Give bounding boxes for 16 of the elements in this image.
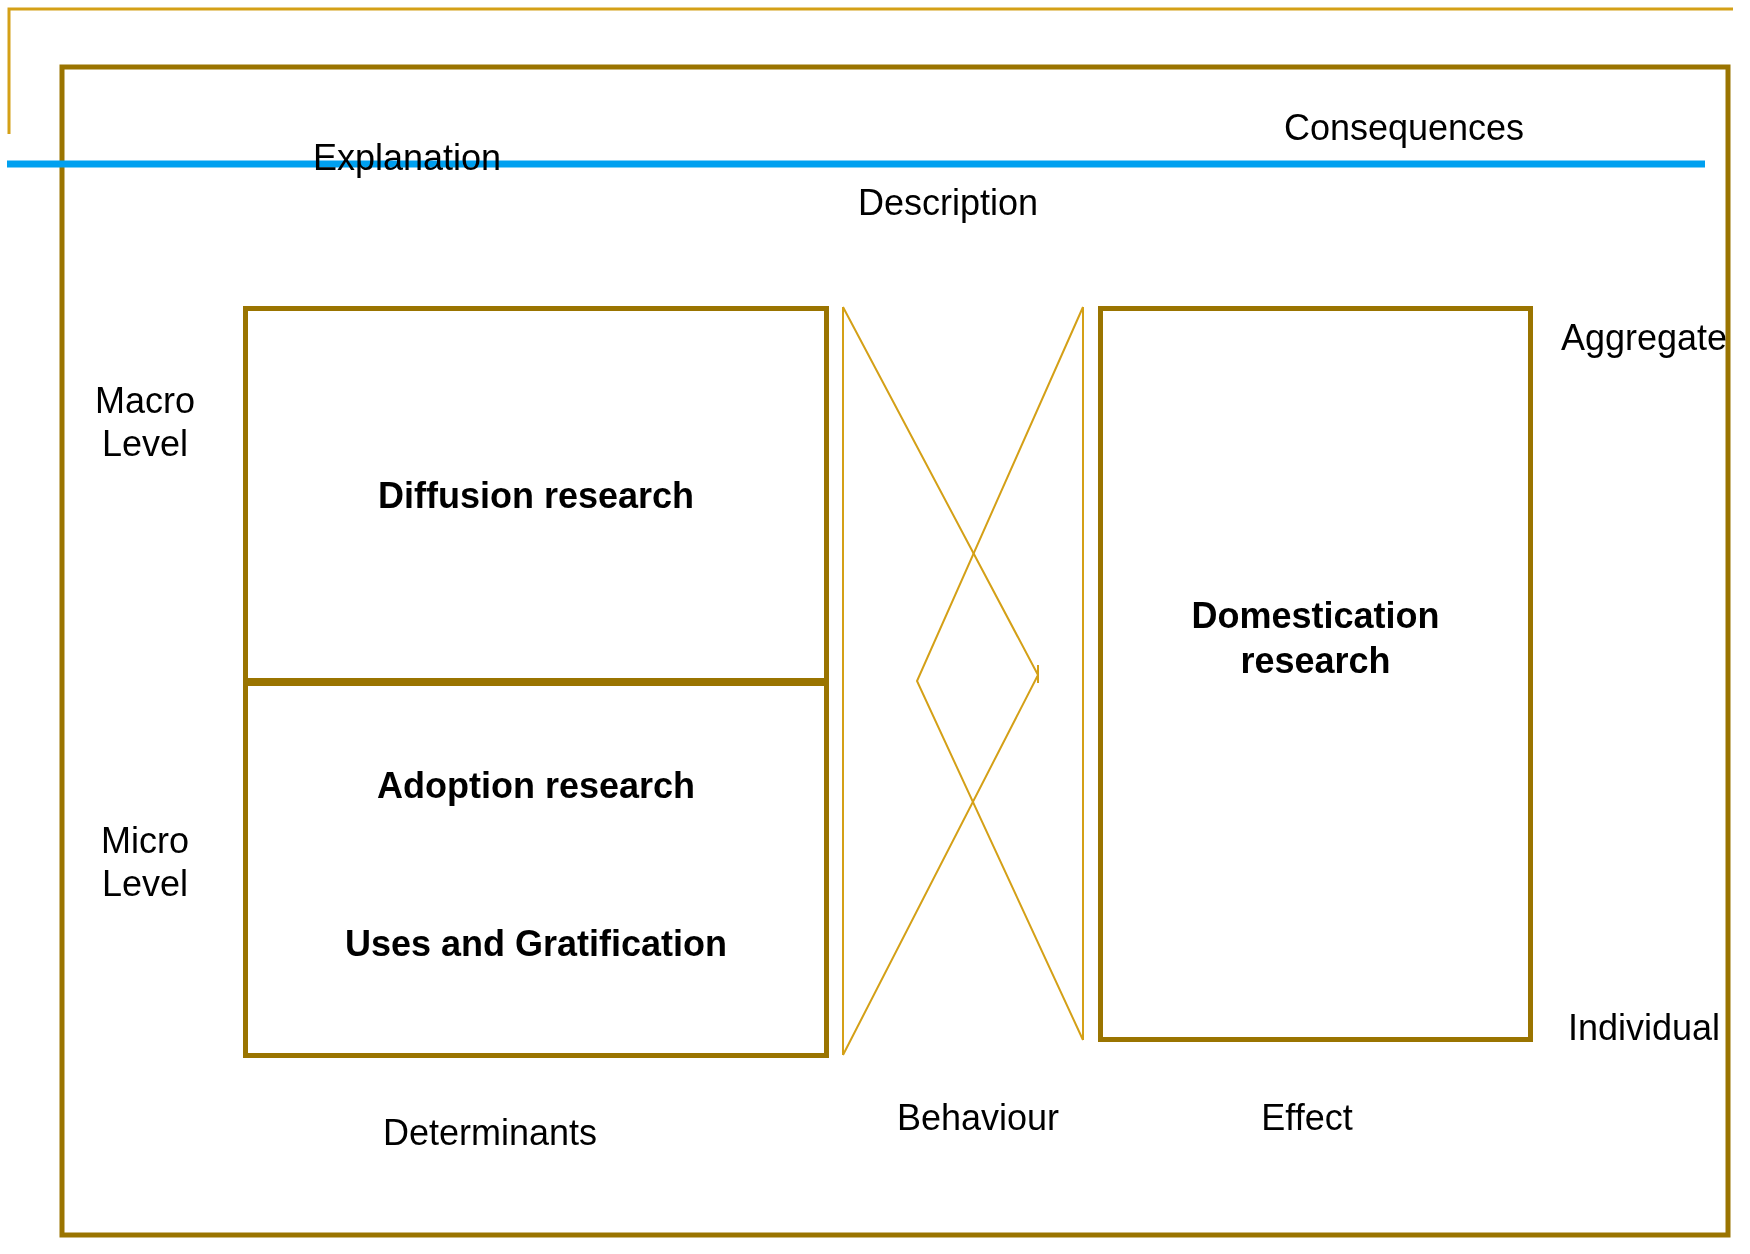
research-box bbox=[1098, 306, 1533, 1042]
box-title: Uses and Gratification bbox=[344, 921, 728, 966]
axis-label: Behaviour bbox=[896, 1096, 1060, 1140]
axis-label: Aggregate bbox=[1560, 316, 1728, 360]
axis-label: Effect bbox=[1261, 1096, 1353, 1140]
axis-label: Consequences bbox=[1283, 106, 1525, 150]
axis-label: Determinants bbox=[382, 1111, 598, 1155]
level-label: Micro Level bbox=[100, 818, 190, 906]
box-title: Domestication research bbox=[1190, 593, 1441, 683]
box-title: Diffusion research bbox=[377, 473, 695, 517]
level-label: Macro Level bbox=[94, 378, 196, 466]
box-title: Adoption research bbox=[376, 763, 696, 808]
axis-label: Individual bbox=[1567, 1006, 1721, 1050]
research-box bbox=[243, 306, 829, 683]
research-box bbox=[243, 681, 829, 1058]
axis-label: Description bbox=[857, 181, 1039, 225]
